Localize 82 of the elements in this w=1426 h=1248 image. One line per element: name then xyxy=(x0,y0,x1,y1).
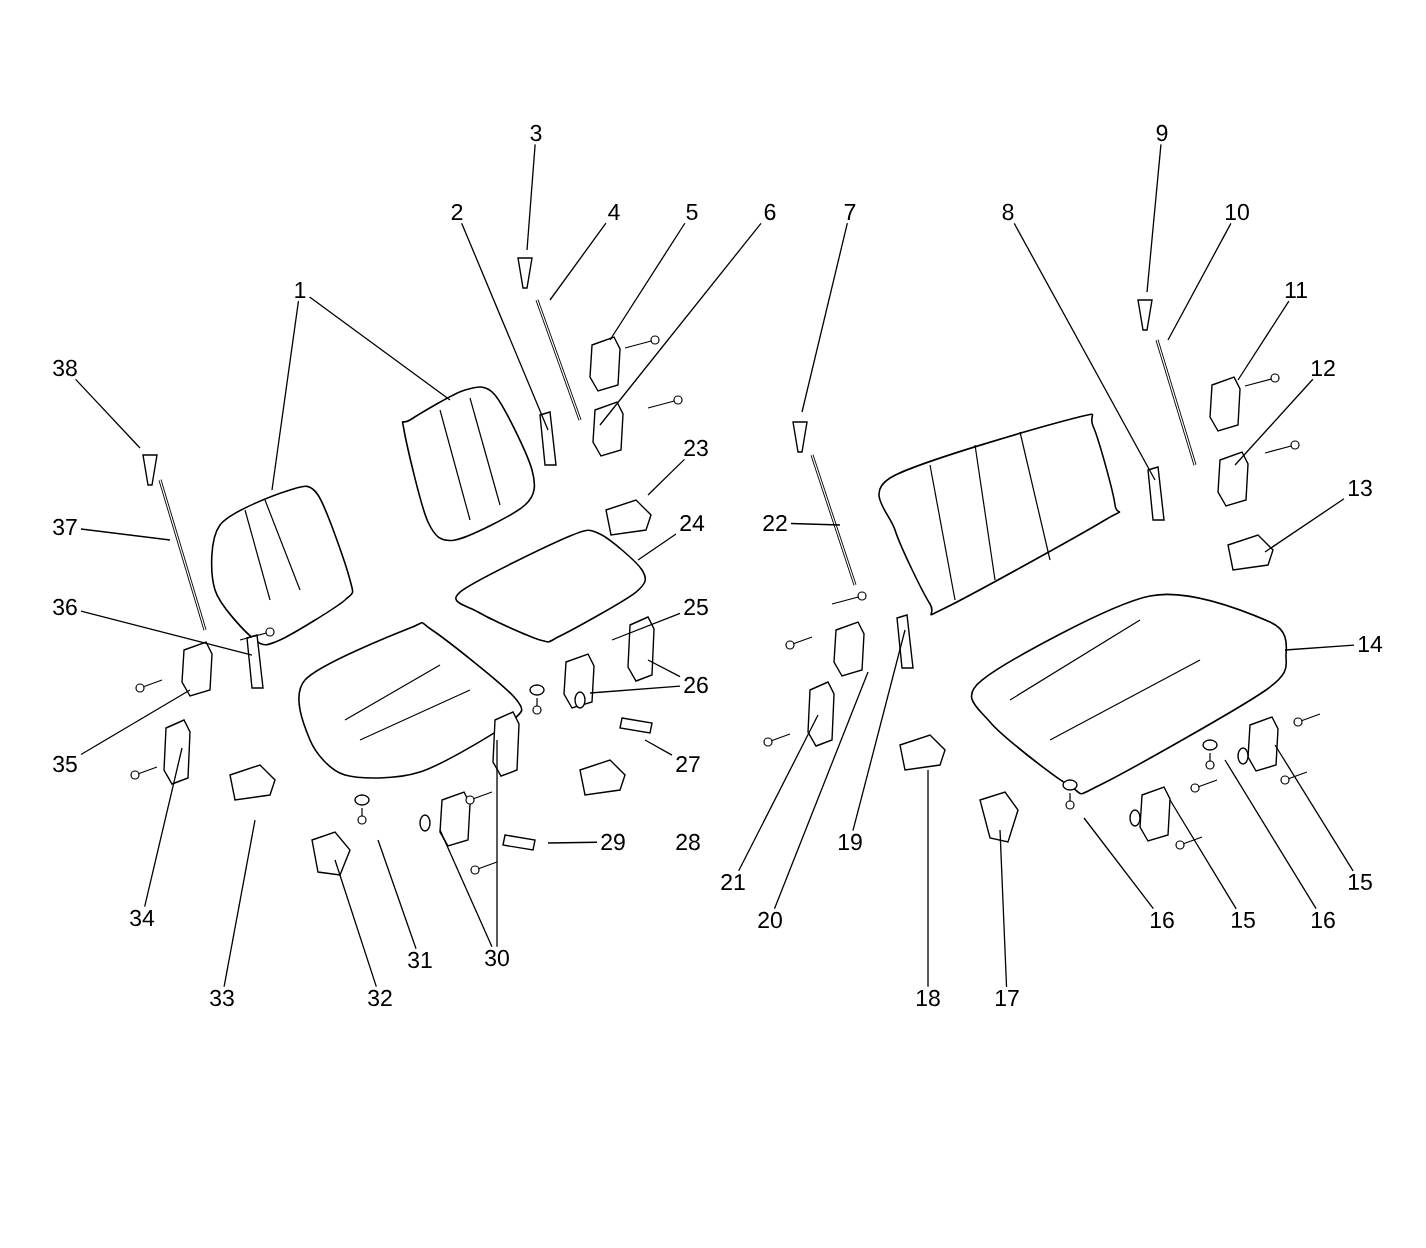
leader-line xyxy=(644,739,673,756)
leader-line xyxy=(549,222,607,301)
callout-number: 13 xyxy=(1349,479,1372,497)
callout-number: 19 xyxy=(839,833,862,851)
leader-line xyxy=(647,659,681,678)
leader-line xyxy=(801,222,848,413)
callout-number: 14 xyxy=(1359,636,1383,652)
callout-number: 10 xyxy=(1226,203,1249,221)
leader-line xyxy=(927,769,929,988)
callout-number: 1 xyxy=(295,282,306,298)
callout-number: 20 xyxy=(758,911,782,929)
leader-line xyxy=(1237,300,1290,381)
leader-line xyxy=(74,378,141,449)
callout-number: 25 xyxy=(684,598,708,616)
callout-number: 27 xyxy=(676,756,700,773)
callout-number: 28 xyxy=(676,833,700,851)
leader-line xyxy=(1169,799,1237,910)
callout-number: 23 xyxy=(684,439,708,457)
callout-number: 2 xyxy=(451,204,463,221)
leader-line xyxy=(611,612,681,641)
callout-number: 22 xyxy=(763,515,787,532)
callout-number: 34 xyxy=(130,909,155,927)
leader-line xyxy=(526,143,536,251)
leader-line xyxy=(496,739,498,948)
callout-number: 26 xyxy=(684,676,708,694)
leader-line xyxy=(738,714,819,872)
callout-number: 4 xyxy=(608,204,620,220)
leader-line xyxy=(647,458,686,496)
leader-line xyxy=(599,222,762,426)
leader-line xyxy=(790,522,841,526)
leader-line xyxy=(334,859,377,988)
leader-line xyxy=(1224,759,1317,910)
leader-line xyxy=(1264,498,1345,553)
leader-line xyxy=(377,839,417,950)
callout-number: 33 xyxy=(210,989,234,1007)
leader-line xyxy=(999,829,1008,988)
leader-line xyxy=(80,610,253,656)
callout-number: 9 xyxy=(1156,124,1168,142)
callout-number: 36 xyxy=(53,598,77,616)
callout-number: 15 xyxy=(1232,912,1255,929)
callout-number: 38 xyxy=(53,359,77,377)
callout-number: 21 xyxy=(721,874,745,891)
callout-number: 31 xyxy=(408,951,432,969)
leader-line xyxy=(547,841,598,844)
callout-number: 11 xyxy=(1285,282,1307,298)
leader-line xyxy=(461,222,549,431)
callout-number: 8 xyxy=(1002,203,1014,221)
leader-line xyxy=(773,671,869,910)
leader-line xyxy=(439,829,493,948)
callout-number: 17 xyxy=(996,990,1019,1006)
callout-number: 6 xyxy=(764,203,776,221)
leader-line xyxy=(80,528,171,541)
callout-number: 5 xyxy=(686,204,698,220)
callout-number: 24 xyxy=(680,515,705,532)
leader-line xyxy=(1167,222,1232,341)
leader-line xyxy=(80,689,191,756)
callout-number: 16 xyxy=(1312,911,1335,929)
callout-number: 32 xyxy=(368,989,392,1007)
leader-line xyxy=(609,222,686,341)
callout-number: 35 xyxy=(53,755,77,773)
leader-line xyxy=(589,685,681,694)
leader-line xyxy=(1234,378,1314,466)
leader-line xyxy=(271,300,300,491)
callout-number: 16 xyxy=(1151,911,1174,929)
leader-line xyxy=(852,629,906,832)
leader-line xyxy=(1013,222,1156,481)
leader-line xyxy=(1146,143,1162,293)
leader-line xyxy=(144,747,183,908)
leader-line xyxy=(1274,744,1354,872)
callout-number: 3 xyxy=(530,124,542,142)
callout-number: 12 xyxy=(1312,360,1335,377)
leader-line xyxy=(1083,817,1154,910)
callout-number: 15 xyxy=(1349,874,1372,891)
callout-number: 7 xyxy=(844,204,856,220)
leader-line xyxy=(1284,644,1355,651)
callout-number: 29 xyxy=(601,833,625,851)
callout-number: 18 xyxy=(917,989,940,1007)
leader-line xyxy=(223,819,256,988)
callout-number: 37 xyxy=(53,518,77,536)
leader-line xyxy=(308,296,451,401)
leader-line xyxy=(637,533,677,561)
callout-number: 30 xyxy=(485,949,509,967)
